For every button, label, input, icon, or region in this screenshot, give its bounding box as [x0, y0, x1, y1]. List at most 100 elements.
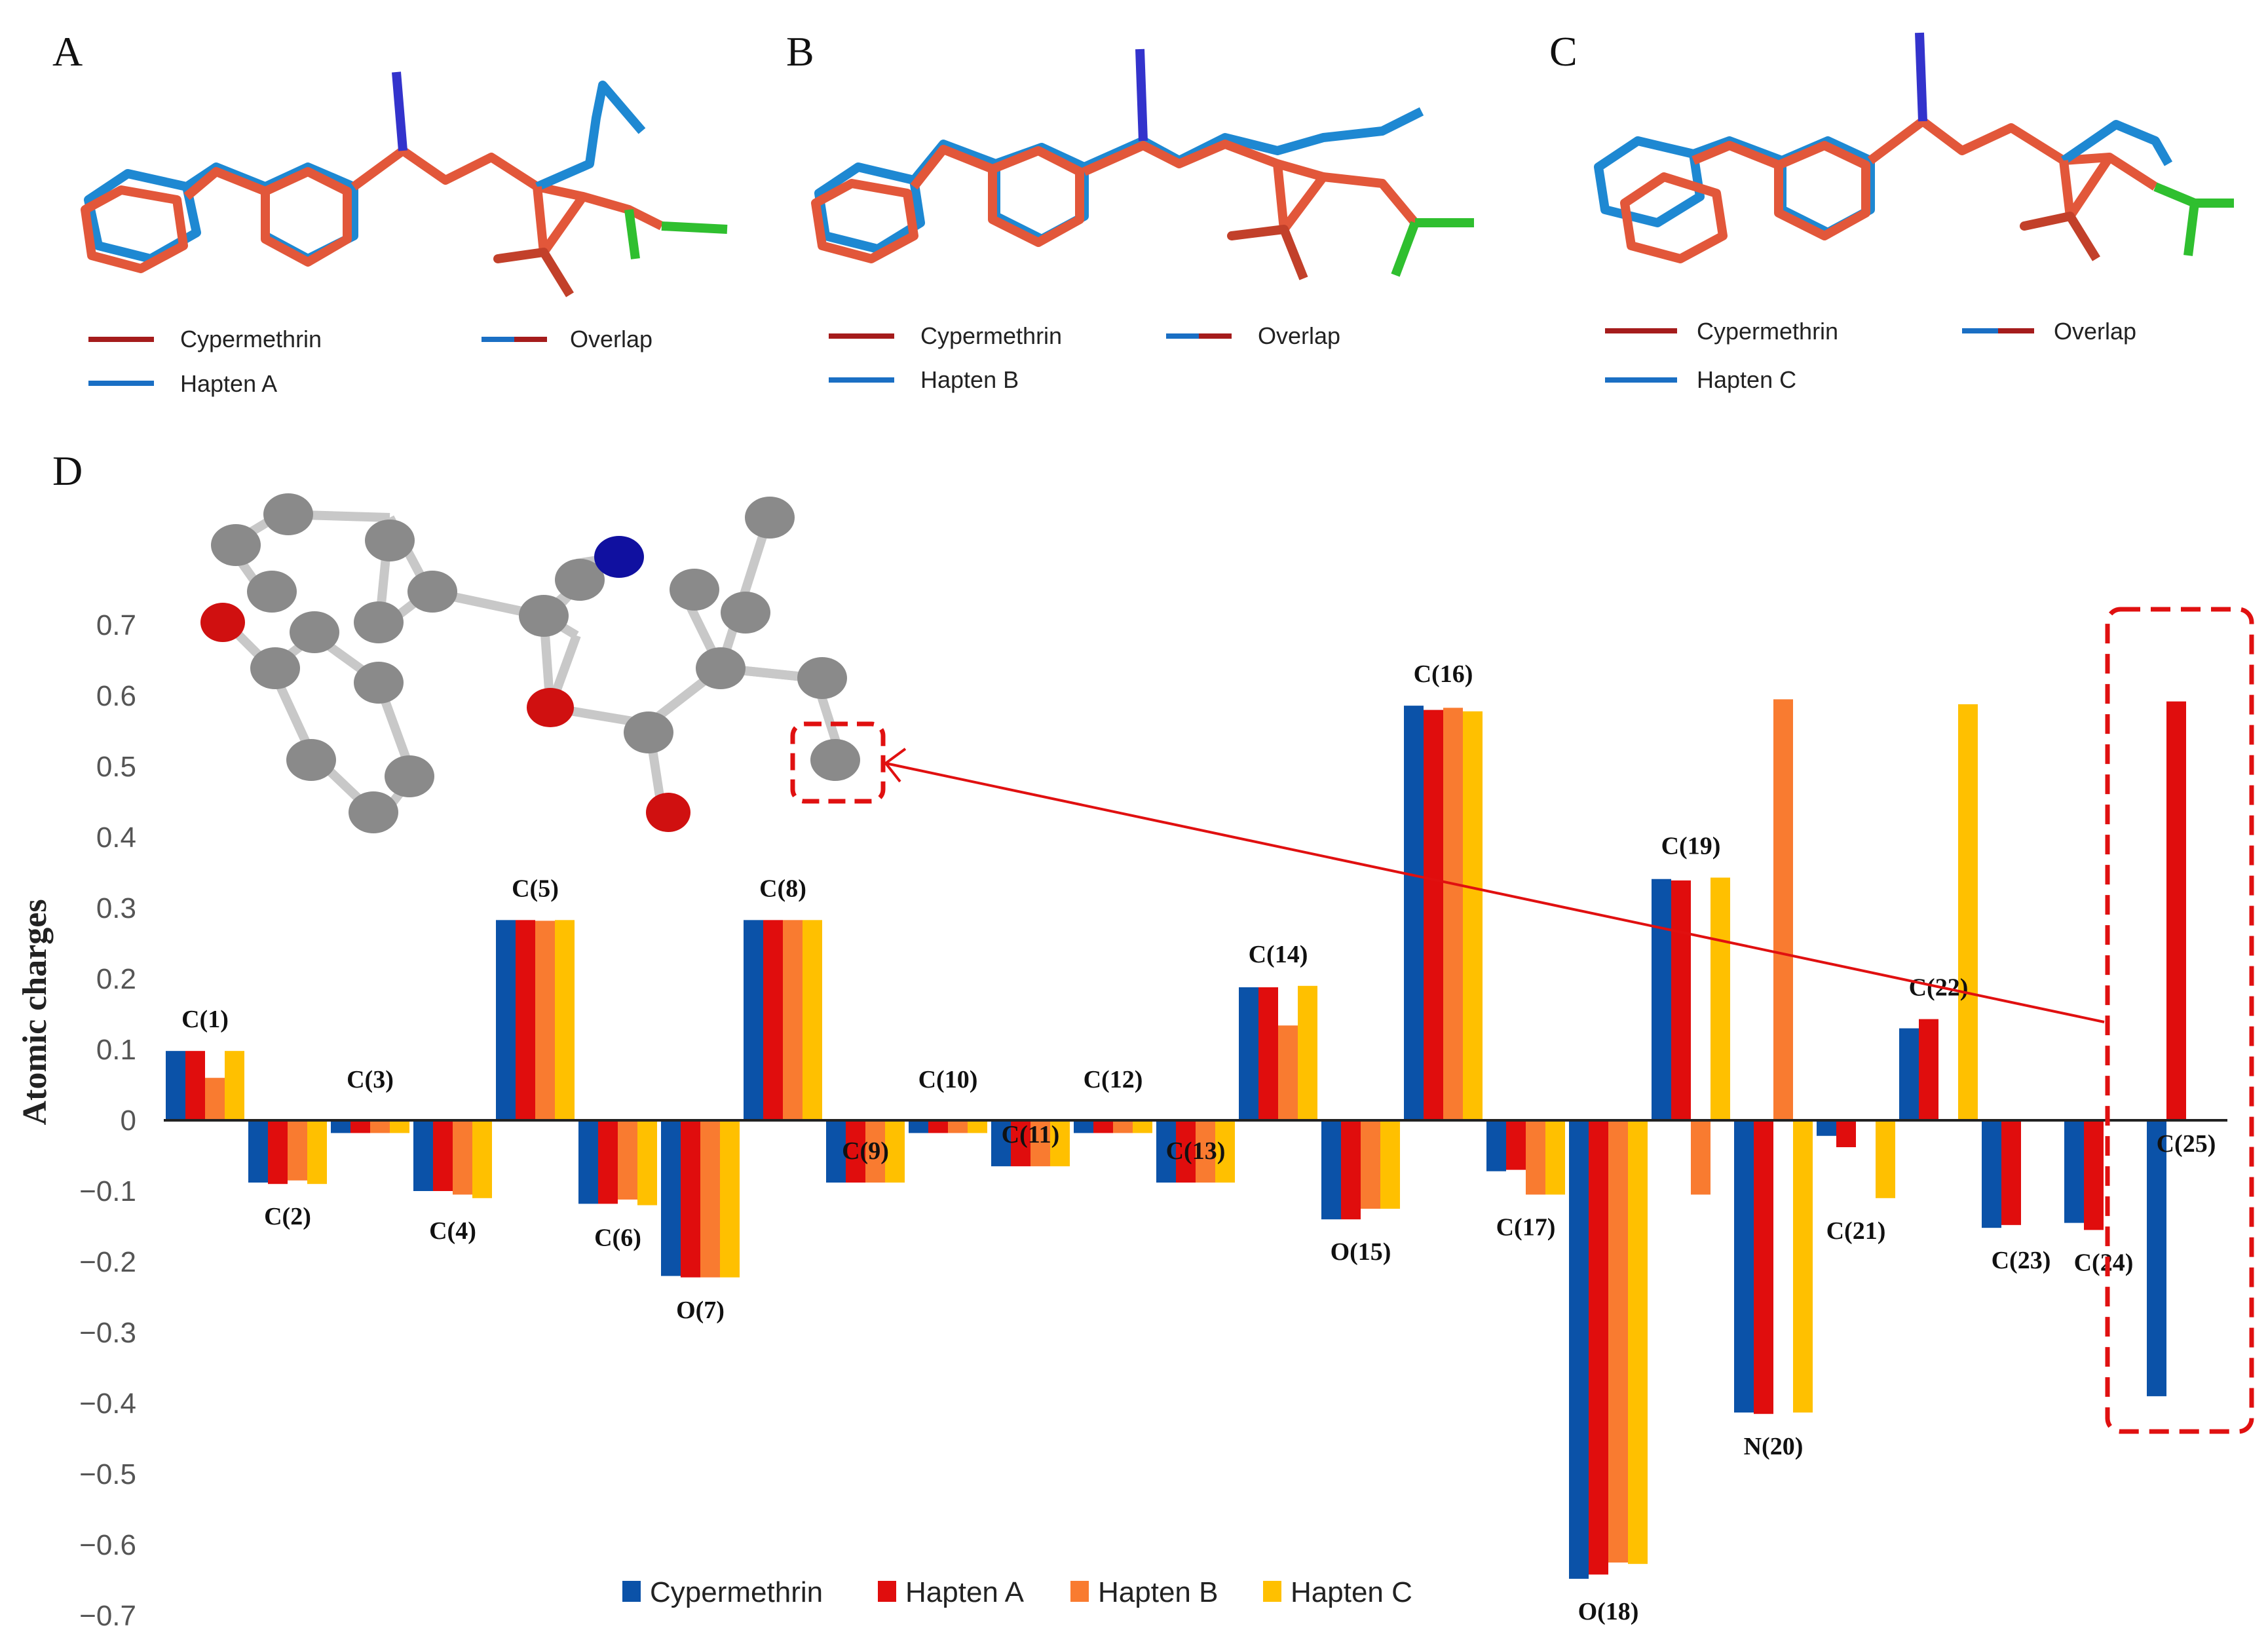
y-tick-label: 0.4: [96, 822, 136, 854]
category-label: C(11): [1002, 1121, 1060, 1148]
bar-hapten-b: [1773, 699, 1793, 1120]
bar-hapten-c: [1876, 1120, 1895, 1198]
bar-cypermethrin: [2064, 1120, 2084, 1223]
category-label: C(8): [759, 875, 806, 902]
bar-hapten-c: [1710, 877, 1730, 1120]
bar-hapten-a: [598, 1120, 618, 1204]
bar-hapten-a: [516, 920, 535, 1120]
atom-ball: [354, 601, 404, 643]
bar-cypermethrin: [166, 1051, 185, 1120]
bar-hapten-a: [1754, 1120, 1773, 1414]
bar-hapten-a: [268, 1120, 288, 1185]
bar-hapten-a: [1919, 1019, 1938, 1120]
atom-ball: [519, 595, 569, 637]
bar-cypermethrin: [1569, 1120, 1589, 1579]
overlay-structure-b: [811, 48, 1474, 280]
legend-label: Hapten B: [920, 366, 1019, 393]
ring-cyp: [81, 185, 188, 273]
bar-hapten-b: [618, 1120, 637, 1200]
bar-hapten-a: [846, 1120, 865, 1183]
bar-hapten-c: [1050, 1120, 1070, 1167]
atom-ball: [247, 571, 297, 613]
bar-hapten-a: [1424, 710, 1443, 1120]
atom-ball-oxygen: [200, 603, 245, 642]
atom-ball: [696, 647, 746, 689]
bar-hapten-b: [1113, 1120, 1133, 1133]
bar-cypermethrin: [1321, 1120, 1341, 1220]
bar-hapten-c: [803, 920, 822, 1120]
bar-hapten-b: [1361, 1120, 1380, 1209]
category-label: C(24): [2074, 1249, 2134, 1276]
atom-ball: [670, 569, 719, 611]
atoms: [200, 493, 860, 833]
category-label: C(23): [1992, 1247, 2051, 1274]
bar-hapten-b: [370, 1120, 390, 1133]
panel-letter-b: B: [786, 28, 814, 75]
category-label: C(2): [264, 1203, 311, 1230]
legend-label: Hapten A: [905, 1576, 1025, 1608]
atom-ball: [211, 524, 261, 566]
bars: [166, 699, 2186, 1579]
bar-cypermethrin: [578, 1120, 598, 1204]
chain-cyp: [183, 167, 352, 267]
atom-ball: [385, 755, 434, 797]
bar-hapten-a: [350, 1120, 370, 1133]
legend-c: Cypermethrin Overlap Hapten C: [1605, 318, 2136, 393]
highlight-arrow: [884, 748, 2105, 1023]
atom-ball: [365, 520, 415, 561]
bar-hapten-c: [1793, 1120, 1813, 1413]
bar-hapten-b: [948, 1120, 968, 1133]
atom-ball: [286, 739, 336, 781]
bar-hapten-c: [1133, 1120, 1152, 1133]
category-label: C(1): [181, 1006, 229, 1033]
atom-ball: [721, 592, 770, 634]
bar-hapten-a: [1836, 1120, 1856, 1148]
methyl: [493, 248, 574, 297]
y-tick-label: 0.5: [96, 751, 136, 783]
bar-hapten-b: [1691, 1120, 1710, 1195]
category-label: N(20): [1744, 1433, 1804, 1460]
bar-hapten-b: [1278, 1025, 1298, 1120]
category-label: C(17): [1496, 1213, 1556, 1241]
bar-hapten-c: [1298, 985, 1317, 1120]
legend-label: Hapten B: [1098, 1576, 1218, 1608]
bar-hapten-b: [1526, 1120, 1545, 1195]
bar-cypermethrin: [1982, 1120, 2001, 1228]
category-label: C(14): [1249, 941, 1308, 968]
y-tick-label: −0.3: [79, 1317, 136, 1349]
bar-cypermethrin: [1239, 987, 1258, 1120]
y-tick-label: −0.2: [79, 1246, 136, 1278]
y-tick-label: 0.1: [96, 1034, 136, 1066]
atom-ball: [745, 497, 795, 539]
atom-ball: [354, 662, 404, 704]
category-label: C(12): [1084, 1066, 1143, 1093]
bar-hapten-a: [681, 1120, 700, 1278]
bar-hapten-a: [763, 920, 783, 1120]
bar-hapten-a: [185, 1051, 205, 1120]
atom-ball-oxygen: [646, 793, 690, 832]
bar-hapten-c: [555, 920, 575, 1120]
bar-hapten-c: [390, 1120, 409, 1133]
y-tick-label: 0.6: [96, 680, 136, 712]
bar-cypermethrin: [413, 1120, 433, 1191]
category-label: C(6): [594, 1224, 641, 1252]
bar-hapten-b: [700, 1120, 720, 1278]
bar-cypermethrin: [1486, 1120, 1506, 1171]
bar-hapten-b: [288, 1120, 307, 1181]
bar-hapten-b: [535, 920, 555, 1120]
bar-hapten-b: [453, 1120, 472, 1195]
category-label: C(9): [842, 1137, 889, 1165]
bar-hapten-c: [637, 1120, 657, 1205]
backbone-cyp: [350, 146, 664, 231]
legend-swatch: [1070, 1581, 1089, 1602]
bar-hapten-c: [1958, 704, 1978, 1120]
bar-hapten-a: [928, 1120, 948, 1133]
overlay-structure-c: [1594, 32, 2234, 263]
bar-hapten-b: [1030, 1120, 1050, 1167]
bar-hapten-c: [1463, 711, 1483, 1120]
legend-label: Cypermethrin: [920, 322, 1062, 349]
bar-cypermethrin: [826, 1120, 846, 1183]
category-label: C(19): [1661, 833, 1721, 860]
bar-cypermethrin: [1156, 1120, 1176, 1183]
overlay-structure-a: [81, 71, 728, 297]
